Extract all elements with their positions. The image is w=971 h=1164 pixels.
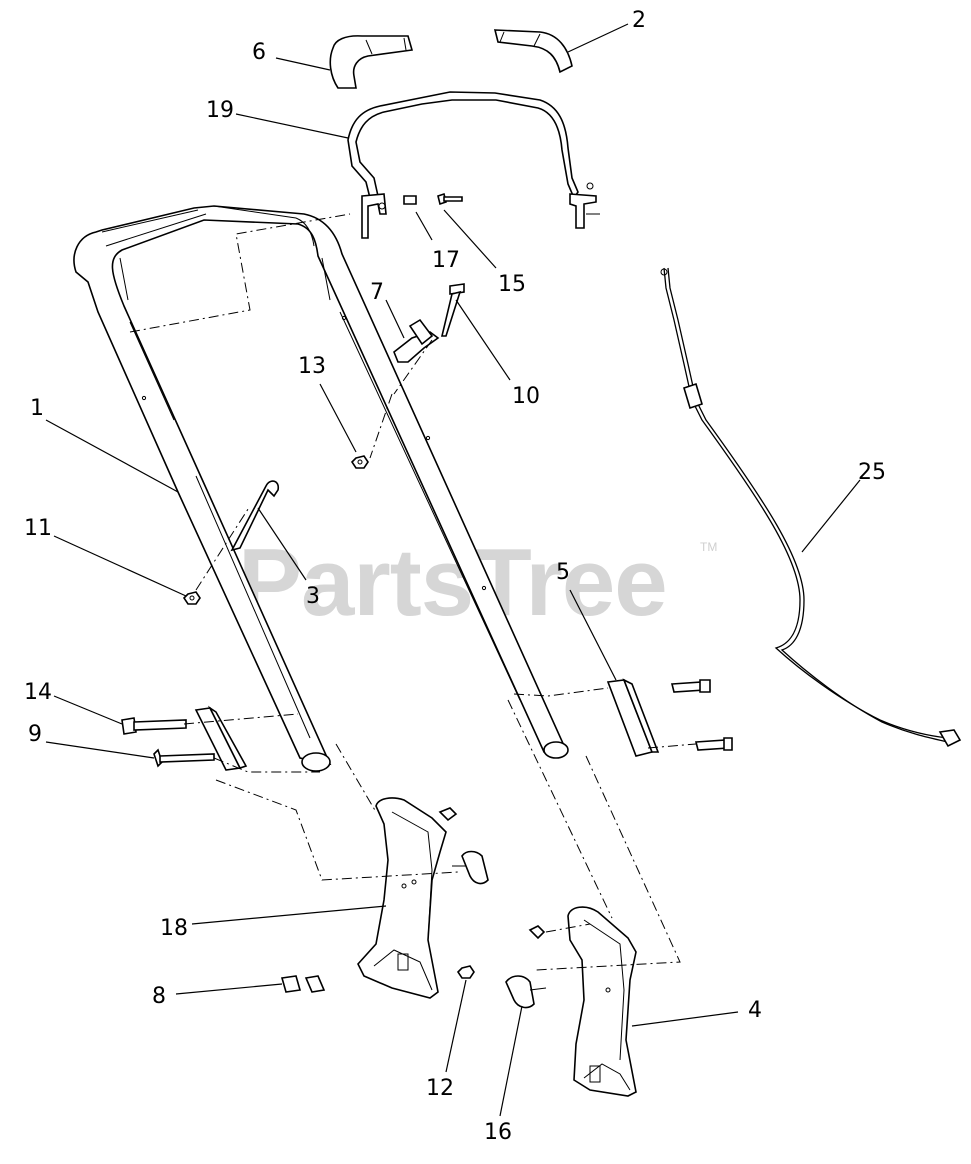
part-16-knob-right[interactable] [505, 975, 547, 1009]
part-1-upper-handle[interactable] [73, 205, 569, 772]
part-11-nut[interactable] [182, 591, 201, 605]
callout-16: 16 [484, 1120, 512, 1145]
callout-5: 5 [556, 560, 570, 585]
part-14-bolt[interactable] [121, 717, 187, 735]
callout-10: 10 [512, 384, 540, 409]
callout-1: 1 [30, 396, 44, 421]
callout-8: 8 [152, 984, 166, 1009]
part-12-nut[interactable] [456, 965, 475, 979]
knob-left[interactable] [452, 850, 489, 885]
part-7-cable-bracket[interactable] [393, 318, 440, 363]
callout-11: 11 [24, 516, 52, 541]
callout-14: 14 [24, 680, 52, 705]
callout-25: 25 [858, 460, 886, 485]
callout-18: 18 [160, 916, 188, 941]
part-15-bolt[interactable] [437, 192, 463, 206]
part-bracket-left[interactable] [194, 705, 248, 771]
leader-lines [45, 23, 861, 1117]
part-25-control-cable[interactable] [660, 267, 962, 748]
part-3-cable-tie[interactable] [230, 480, 280, 552]
callout-2: 2 [632, 8, 646, 33]
part-10-screw[interactable] [440, 283, 465, 337]
part-13-nut[interactable] [350, 455, 369, 469]
callout-19: 19 [206, 98, 234, 123]
callout-17: 17 [432, 248, 460, 273]
callout-13: 13 [298, 354, 326, 379]
part-2-grip-cover-right[interactable] [493, 29, 573, 74]
callout-7: 7 [370, 280, 384, 305]
part-8-pins[interactable] [280, 975, 326, 993]
assembly-lines [129, 213, 697, 971]
callout-6: 6 [252, 40, 266, 65]
part-19-bail-handle[interactable] [347, 91, 600, 239]
callout-9: 9 [28, 722, 42, 747]
callout-12: 12 [426, 1076, 454, 1101]
part-17-spacer[interactable] [403, 195, 417, 205]
part-4-handle-mount-right[interactable] [528, 906, 637, 1097]
part-6-grip-cover-left[interactable] [329, 35, 414, 89]
callout-15: 15 [498, 272, 526, 297]
part-18-handle-mount-left[interactable] [357, 797, 458, 999]
watermark-trademark: TM [700, 540, 718, 554]
part-5-bracket-right[interactable] [606, 678, 733, 757]
callout-3: 3 [306, 584, 320, 609]
callout-4: 4 [748, 998, 762, 1023]
part-9-bolt[interactable] [153, 748, 215, 768]
